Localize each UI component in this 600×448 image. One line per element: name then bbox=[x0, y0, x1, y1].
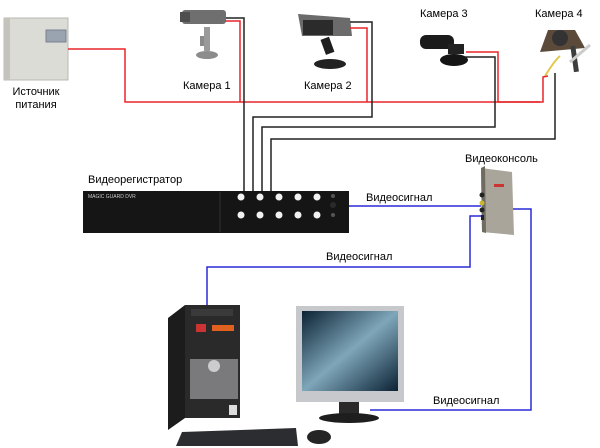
power-supply-label-line1: Источник bbox=[12, 86, 60, 98]
camera-4-device bbox=[540, 30, 591, 77]
camera-3-device bbox=[420, 35, 468, 66]
pc-tower-device bbox=[168, 305, 240, 430]
signal-console-pc-label: Видеосигнал bbox=[326, 251, 393, 263]
power-wires bbox=[68, 20, 549, 103]
dvr-label: Видеорегистратор bbox=[88, 174, 183, 186]
power-supply-label: Источник питания bbox=[10, 86, 62, 112]
camera-4-label: Камера 4 bbox=[535, 8, 583, 20]
camera-2-device bbox=[298, 14, 352, 69]
camera-2-label: Камера 2 bbox=[304, 80, 352, 92]
signal-dvr-console-label: Видеосигнал bbox=[366, 192, 433, 204]
dvr-brand-text: MAGIC GUARD DVR bbox=[88, 194, 136, 200]
video-console-label: Видеоконсоль bbox=[465, 153, 538, 165]
video-console-device bbox=[479, 166, 514, 235]
signal-console-monitor-label: Видеосигнал bbox=[433, 395, 500, 407]
keyboard-mouse-device bbox=[176, 428, 331, 446]
power-supply-label-line2: питания bbox=[15, 99, 57, 111]
video-signal-wires bbox=[206, 205, 532, 411]
camera-1-label: Камера 1 bbox=[183, 80, 231, 92]
power-supply-device bbox=[3, 17, 69, 81]
monitor-device bbox=[296, 306, 404, 423]
dvr-device bbox=[83, 191, 349, 233]
camera-3-label: Камера 3 bbox=[420, 8, 468, 20]
camera-1-device bbox=[180, 10, 226, 59]
camera-wires bbox=[226, 17, 556, 191]
